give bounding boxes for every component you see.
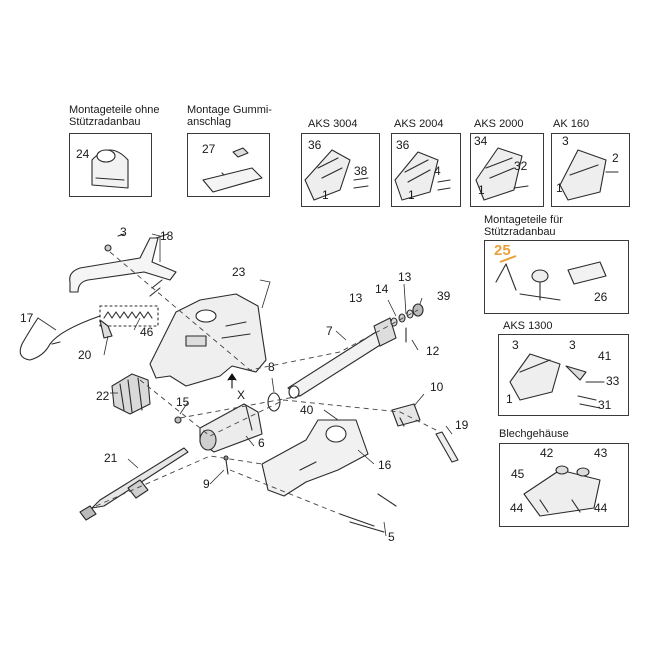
part-label: 38	[354, 164, 368, 178]
part-label: 31	[598, 398, 612, 412]
part-label: 46	[140, 325, 154, 339]
part-label: 9	[203, 477, 210, 491]
ak160-sketch	[559, 149, 619, 201]
part-label: 43	[594, 446, 608, 460]
part-label: 4	[434, 164, 441, 178]
aks2004-sketch	[394, 151, 451, 201]
part-label: 13	[398, 270, 412, 284]
panel-title-aks1300: AKS 1300	[503, 320, 553, 332]
panel-title-montageteile-fuer: Montageteile für Stützradanbau	[484, 214, 563, 238]
part-label: 18	[160, 229, 174, 243]
part-label-highlight: 25	[494, 242, 511, 259]
part-label: 44	[594, 501, 608, 515]
part-6-damper	[199, 403, 263, 453]
part-label: 33	[606, 374, 620, 388]
panel-title-aks3004: AKS 3004	[308, 118, 358, 130]
panel-title-aks2004: AKS 2004	[394, 118, 444, 130]
part-19-pin	[435, 431, 459, 463]
part-label: 1	[408, 188, 415, 202]
part-label: 21	[104, 451, 118, 465]
part-label: 2	[612, 151, 619, 165]
part-label: 42	[540, 446, 554, 460]
part-label: 36	[308, 138, 322, 152]
part-label: 13	[349, 291, 363, 305]
part-label: 22	[96, 389, 110, 403]
part-label: 14	[375, 282, 389, 296]
part-label: 7	[326, 324, 333, 338]
panel-title-ak160: AK 160	[553, 118, 590, 130]
part-10-bolt	[391, 403, 421, 427]
panel-title-montageteile-ohne: Montageteile ohne Stützradanbau	[69, 104, 160, 128]
aks3004-sketch	[304, 149, 369, 201]
part-label: 1	[322, 188, 329, 202]
part-label: 20	[78, 348, 92, 362]
part-7-drawbar	[287, 317, 397, 399]
part-label: 15	[176, 395, 190, 409]
part-label: 26	[594, 290, 608, 304]
aks1300-sketch	[509, 353, 605, 409]
part-label: 24	[76, 147, 90, 161]
stuetzrad-parts-sketch	[495, 261, 607, 301]
part-label: X	[237, 388, 246, 402]
panel-title-montage-gummi: Montage Gummi- anschlag	[187, 104, 272, 128]
part-label: 41	[598, 349, 612, 363]
part-3-screw	[104, 233, 125, 252]
part-label: 12	[426, 344, 440, 358]
part-label: 45	[511, 467, 525, 481]
part-label: 34	[474, 134, 488, 148]
blechgehaeuse-sketch	[523, 465, 601, 517]
part-22-bellows	[111, 373, 151, 415]
part-17-cable	[19, 315, 101, 361]
part-8-ring	[267, 392, 281, 412]
part-label: 16	[378, 458, 392, 472]
part-label: 40	[300, 403, 314, 417]
part-label: 1	[506, 392, 513, 406]
part-label: 3	[120, 225, 127, 239]
part-label: 1	[556, 181, 563, 195]
part-label: 27	[202, 142, 216, 156]
part-15-nut	[174, 416, 182, 424]
part-20-clip	[99, 319, 113, 339]
part-label: 3	[569, 338, 576, 352]
part-label: 36	[396, 138, 410, 152]
part-23-housing	[149, 293, 267, 387]
part-label: 32	[514, 159, 528, 173]
panel-montageteile-fuer	[484, 240, 629, 314]
part-label: 3	[562, 134, 569, 148]
part-5-bolts	[339, 493, 397, 533]
part-40-bracket	[261, 419, 369, 497]
part-label: 6	[258, 436, 265, 450]
part-46-spring	[99, 279, 163, 327]
part-label: 1	[478, 183, 485, 197]
part-label: 3	[512, 338, 519, 352]
panel-title-blechgehaeuse: Blechgehäuse	[499, 428, 569, 440]
part-label: 17	[20, 311, 34, 325]
direction-arrow	[227, 373, 237, 389]
part-label: 8	[268, 360, 275, 374]
part-label: 10	[430, 380, 444, 394]
part-label: 19	[455, 418, 469, 432]
panel-title-aks2000: AKS 2000	[474, 118, 524, 130]
aks2000-sketch	[475, 147, 529, 201]
part-label: 23	[232, 265, 246, 279]
part-24-cap	[91, 149, 129, 189]
part-21-rod	[79, 447, 189, 521]
part-label: 5	[388, 530, 395, 544]
part-label: 44	[510, 501, 524, 515]
part-18-lever	[69, 233, 177, 293]
part-label: 39	[437, 289, 451, 303]
part-27-rubber-stop	[202, 147, 263, 193]
